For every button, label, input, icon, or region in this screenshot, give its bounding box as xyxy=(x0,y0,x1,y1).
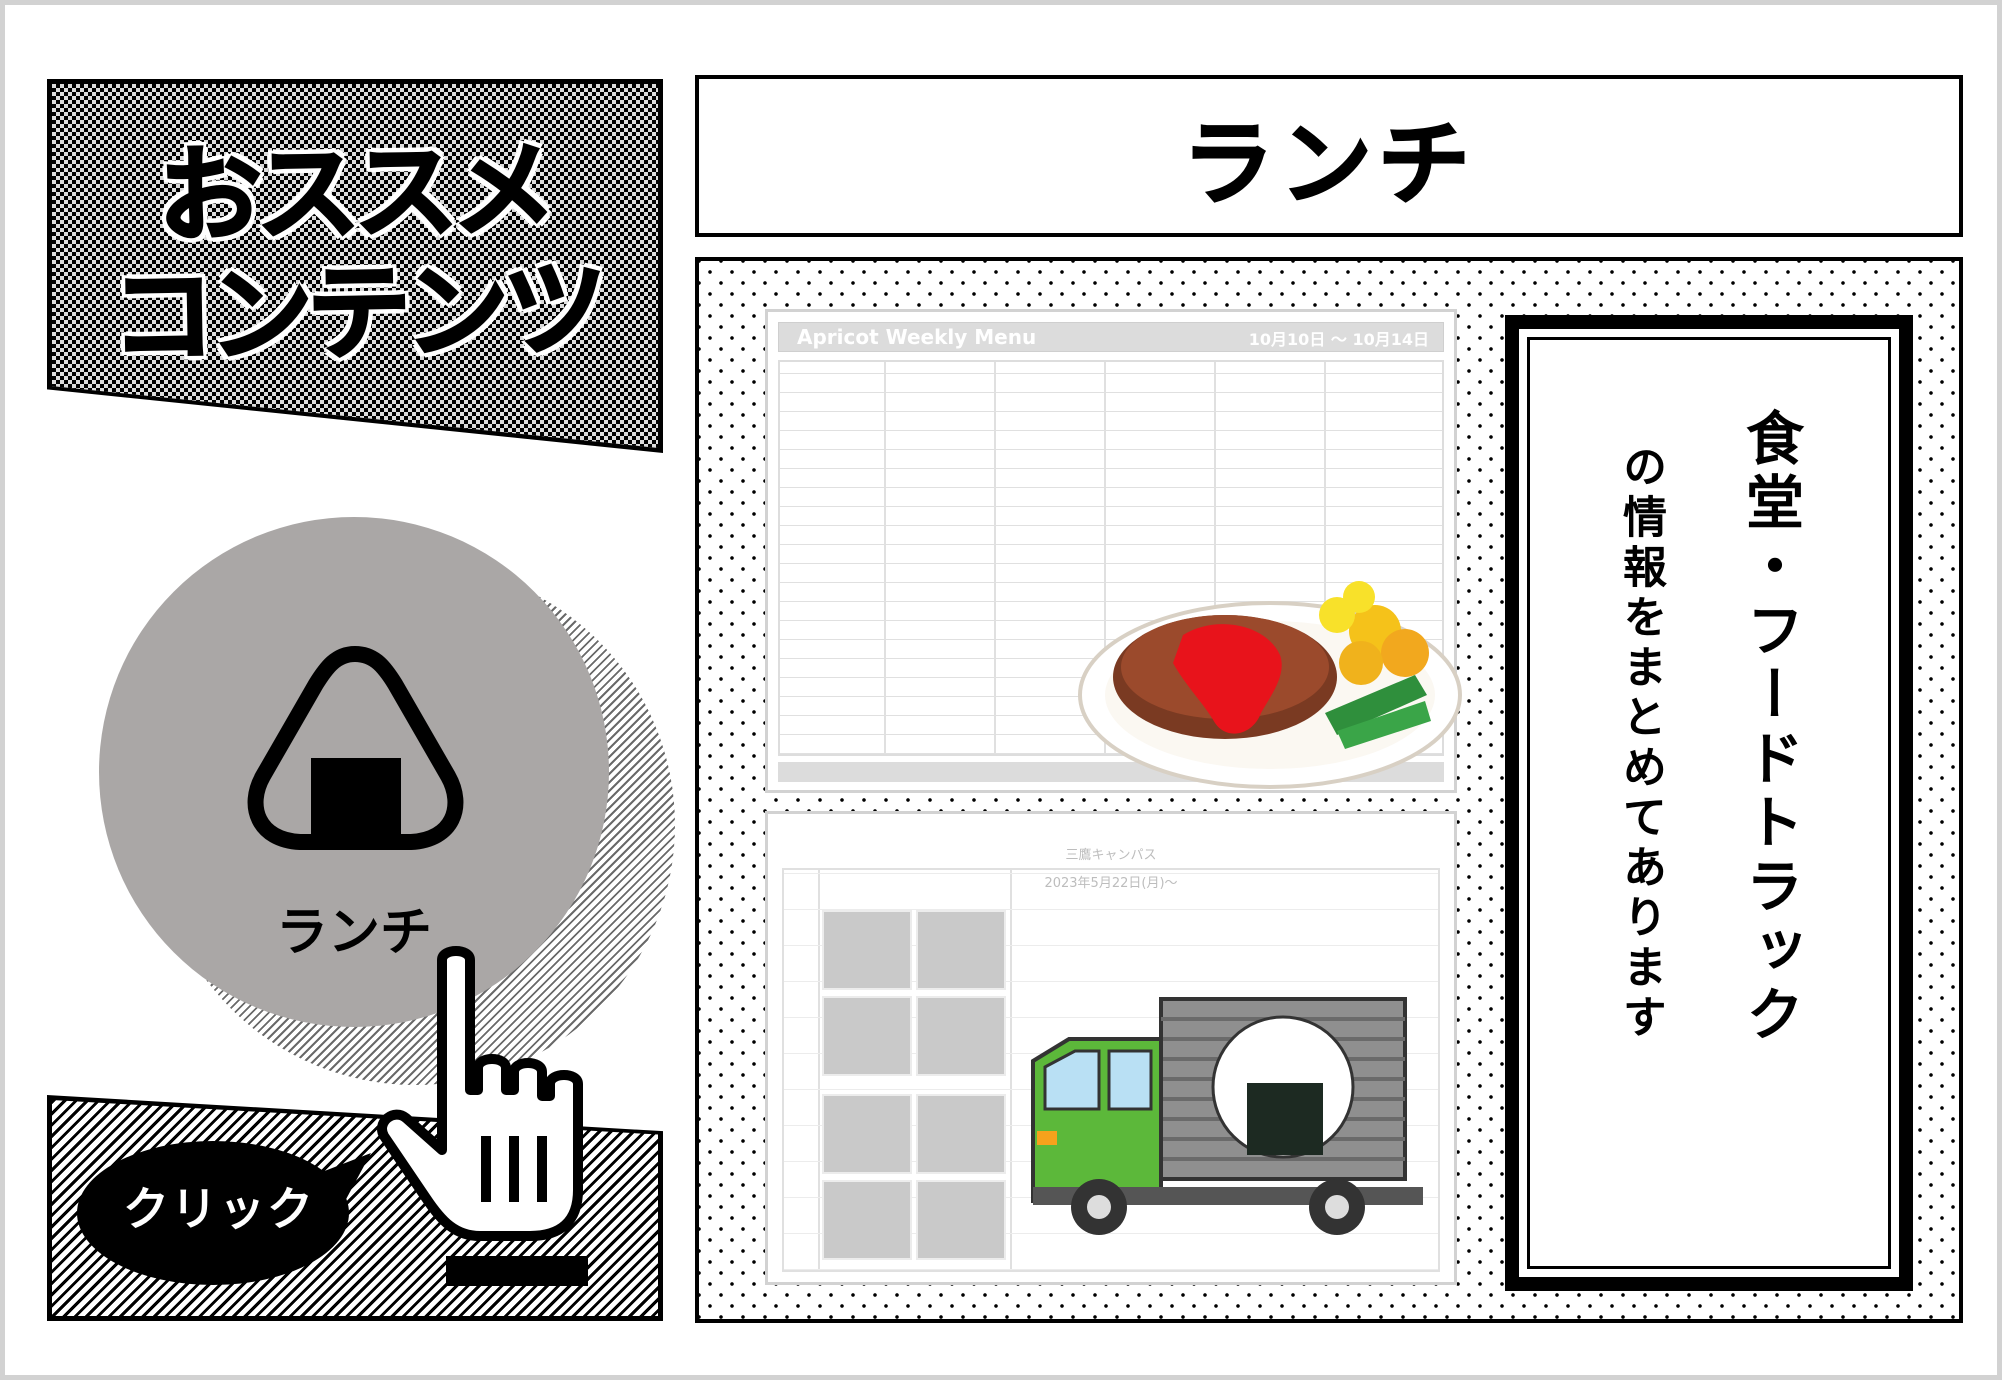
menu-photo xyxy=(916,910,1006,990)
recommend-title: おススメ コンテンツ xyxy=(109,127,604,380)
menu-photo xyxy=(916,1094,1006,1174)
weekly-menu-header-bar: Apricot Weekly Menu 10月10日 ～ 10月14日 xyxy=(778,322,1444,352)
weekly-menu-title: Apricot Weekly Menu xyxy=(797,325,1037,349)
click-label: クリック xyxy=(123,1182,315,1236)
lunch-button-label: ランチ xyxy=(275,903,432,963)
weekly-menu-dates: 10月10日 ～ 10月14日 xyxy=(1248,330,1429,349)
info-box: 食堂・フードトラック の情報をまとめてあります xyxy=(1505,315,1913,1291)
campus-date: 2023年5月22日(月)～ xyxy=(1044,876,1178,891)
food-truck-illustration xyxy=(1031,997,1423,1235)
campus-title: 三鷹キャンパス xyxy=(1065,848,1157,863)
menu-photo xyxy=(822,910,912,990)
info-text-line2: の情報をまとめてあります xyxy=(1615,444,1666,1044)
menu-photo xyxy=(822,1094,912,1174)
checker-pattern-background xyxy=(52,84,658,448)
info-box-inner-border: 食堂・フードトラック の情報をまとめてあります xyxy=(1527,337,1891,1269)
lunch-header: ランチ xyxy=(695,75,1963,237)
pointing-hand-icon xyxy=(377,946,588,1286)
recommend-banner xyxy=(47,79,663,453)
onigiri-icon xyxy=(247,646,464,850)
hamburg-steak-plate-illustration xyxy=(1078,581,1462,789)
menu-photo xyxy=(822,1180,912,1260)
menu-photo xyxy=(822,996,912,1076)
header-title: ランチ xyxy=(1181,110,1476,219)
menu-photo xyxy=(916,1180,1006,1260)
speech-bubble xyxy=(77,1141,371,1285)
menu-photo xyxy=(916,996,1006,1076)
info-text-line1: 食堂・フードトラック xyxy=(1736,408,1804,1048)
